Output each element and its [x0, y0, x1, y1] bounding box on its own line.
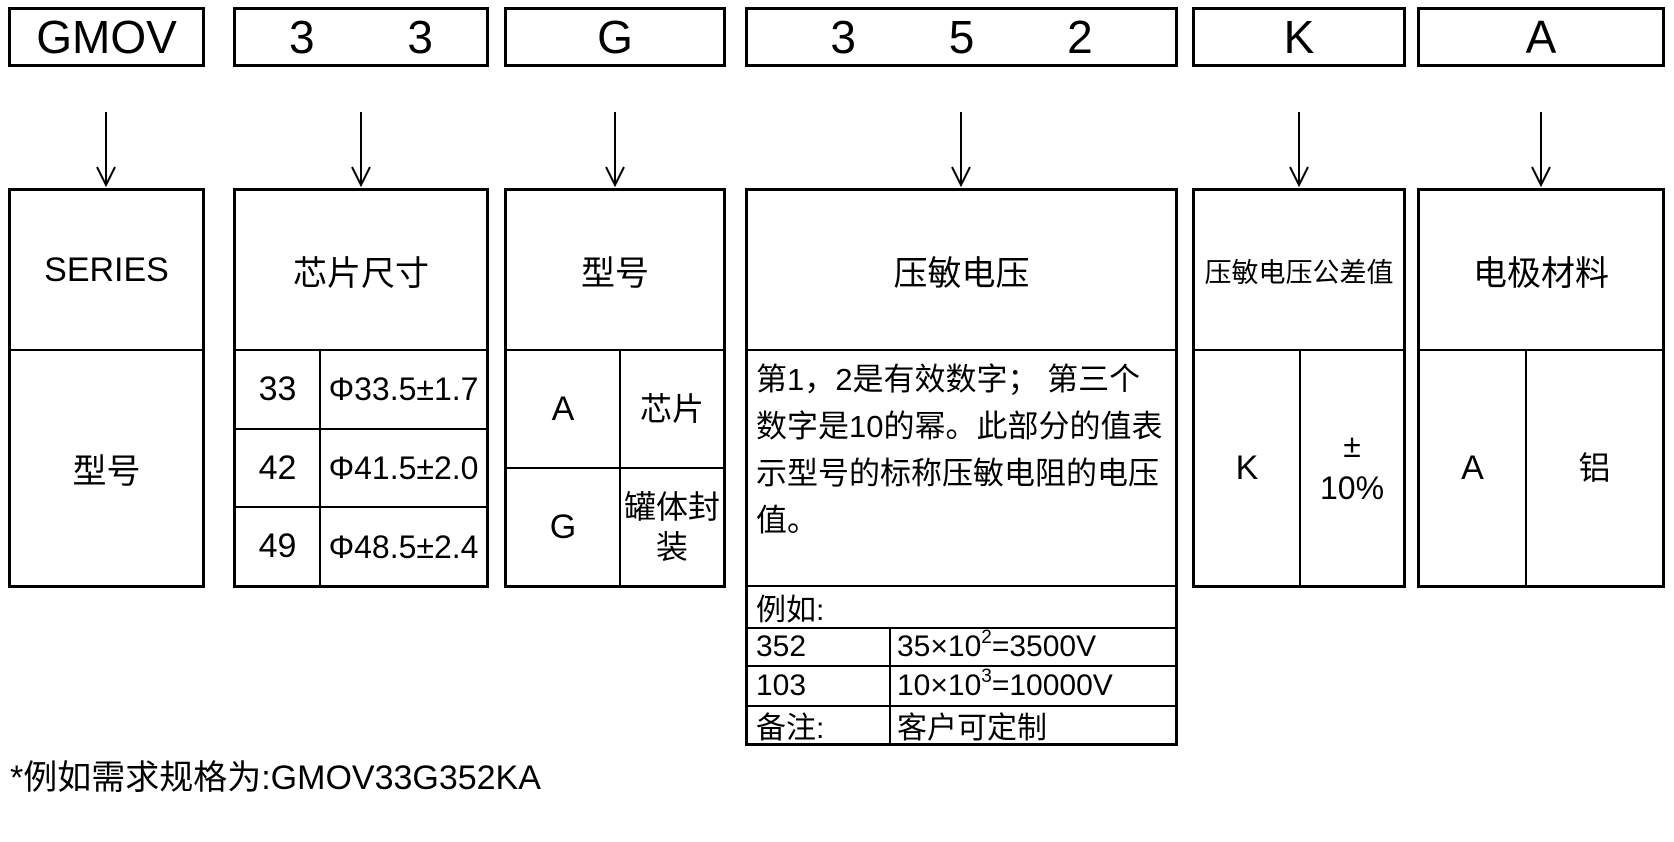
tolerance-sign: ±: [1343, 428, 1361, 465]
chip-size-table: 33 Φ33.5±1.7 42 Φ41.5±2.0 49 Φ48.5±2.4: [236, 351, 486, 586]
down-arrow-icon: [1531, 112, 1551, 188]
package-type-table: A 芯片 G 罐体封装: [507, 351, 723, 585]
example-value-base: 客户可定制: [897, 712, 1047, 745]
series-header: SERIES: [11, 191, 202, 351]
tolerance-column: 压敏电压公差值 K ± 10%: [1192, 188, 1406, 588]
varistor-voltage-description: 第1，2是有效数字； 第三个数字是10的幂。此部分的值表示型号的标称压敏电阻的电…: [756, 362, 1163, 538]
down-arrow-icon: [1289, 112, 1309, 188]
example-value-rest: =3500V: [991, 630, 1097, 663]
example-code: 103: [748, 667, 891, 705]
example-row: 备注: 客户可定制: [748, 705, 1175, 745]
chip-size-value: Φ33.5±1.7: [328, 371, 479, 408]
electrode-column: 电极材料 A 铝: [1417, 188, 1665, 588]
example-code: 备注:: [748, 707, 891, 745]
tolerance-header: 压敏电压公差值: [1195, 191, 1403, 351]
chip-size-column: 芯片尺寸 33 Φ33.5±1.7 42 Φ41.5±2.0 49 Φ48.5±…: [233, 188, 489, 588]
series-body: 型号: [72, 452, 141, 491]
electrode-value: 铝: [1578, 450, 1611, 486]
varistor-voltage-header: 压敏电压: [748, 191, 1175, 351]
down-arrow-icon: [96, 112, 116, 188]
code-box-series: GMOV: [8, 7, 205, 67]
table-row: G 罐体封装: [507, 467, 723, 585]
table-row: K ± 10%: [1195, 351, 1403, 585]
example-value-base: 10×10: [897, 669, 982, 702]
series-column: SERIES 型号: [8, 188, 205, 588]
chip-size-value: Φ41.5±2.0: [328, 450, 479, 486]
example-value-base: 35×10: [897, 630, 982, 663]
electrode-header: 电极材料: [1420, 191, 1662, 351]
down-arrow-icon: [951, 112, 971, 188]
down-arrow-icon: [351, 112, 371, 188]
code-text-package-type: G: [597, 11, 633, 63]
tolerance-code: K: [1195, 351, 1301, 585]
example-label: 例如:: [748, 585, 1175, 627]
chip-size-header: 芯片尺寸: [236, 191, 486, 351]
package-type-code: G: [507, 469, 621, 585]
code-text-series: GMOV: [36, 11, 177, 63]
example-value: 客户可定制: [891, 707, 1175, 745]
table-row: A 铝: [1420, 351, 1662, 585]
code-text-electrode: A: [1525, 11, 1557, 63]
package-type-column: 型号 A 芯片 G 罐体封装: [504, 188, 726, 588]
package-type-value: 罐体封装: [624, 489, 721, 565]
electrode-code: A: [1420, 351, 1527, 585]
chip-size-code: 33: [236, 351, 321, 428]
example-value-rest: =10000V: [991, 669, 1113, 702]
tolerance-value: ± 10%: [1301, 351, 1403, 585]
code-box-electrode: A: [1417, 7, 1665, 67]
down-arrow-icon: [605, 112, 625, 188]
example-code: 352: [748, 629, 891, 665]
code-text-voltage: 3 5 2: [830, 11, 1093, 63]
code-text-tolerance: K: [1283, 11, 1315, 63]
example-spec-footnote: *例如需求规格为:GMOV33G352KA: [10, 759, 541, 797]
varistor-voltage-column: 压敏电压 第1，2是有效数字； 第三个数字是10的幂。此部分的值表示型号的标称压…: [745, 188, 1178, 746]
tolerance-percent: 10%: [1319, 470, 1385, 506]
chip-size-code: 49: [236, 508, 321, 586]
package-type-value: 芯片: [639, 391, 704, 427]
code-text-chip-size: 3 3: [289, 11, 433, 63]
package-type-header: 型号: [507, 191, 723, 351]
code-box-voltage: 3 5 2: [745, 7, 1178, 67]
table-row: A 芯片: [507, 351, 723, 467]
code-box-chip-size: 3 3: [233, 7, 489, 67]
table-row: 49 Φ48.5±2.4: [236, 506, 486, 586]
tolerance-table: K ± 10%: [1195, 351, 1403, 585]
chip-size-value: Φ48.5±2.4: [328, 528, 479, 565]
table-row: 33 Φ33.5±1.7: [236, 351, 486, 428]
table-row: 42 Φ41.5±2.0: [236, 427, 486, 507]
code-box-package-type: G: [504, 7, 726, 67]
package-type-code: A: [507, 351, 621, 467]
chip-size-code: 42: [236, 429, 321, 507]
code-box-tolerance: K: [1192, 7, 1406, 67]
electrode-table: A 铝: [1420, 351, 1662, 585]
